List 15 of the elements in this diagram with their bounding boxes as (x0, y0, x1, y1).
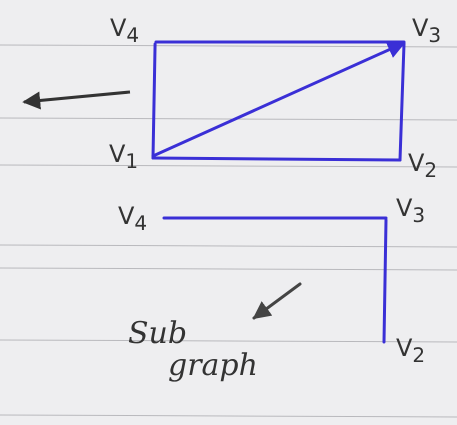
graph-edge (162, 216, 388, 220)
vertex-label: V$_{2}$ (408, 151, 438, 180)
graph-edge (152, 156, 402, 162)
graph-edge (382, 218, 388, 344)
arrow (252, 282, 302, 320)
graph-edge (154, 40, 406, 44)
arrow (152, 41, 406, 158)
vertex-label: V$_{4}$ (110, 16, 140, 45)
vertex-label: V$_{4}$ (118, 204, 148, 233)
caption-text: Sub graph (128, 318, 259, 381)
vertex-label: V$_{2}$ (396, 336, 426, 365)
vertex-label: V$_{1}$ (109, 142, 138, 171)
graph-edge (398, 42, 406, 162)
vertex-label: V$_{3}$ (412, 16, 442, 45)
vertex-label: V$_{3}$ (396, 196, 426, 225)
